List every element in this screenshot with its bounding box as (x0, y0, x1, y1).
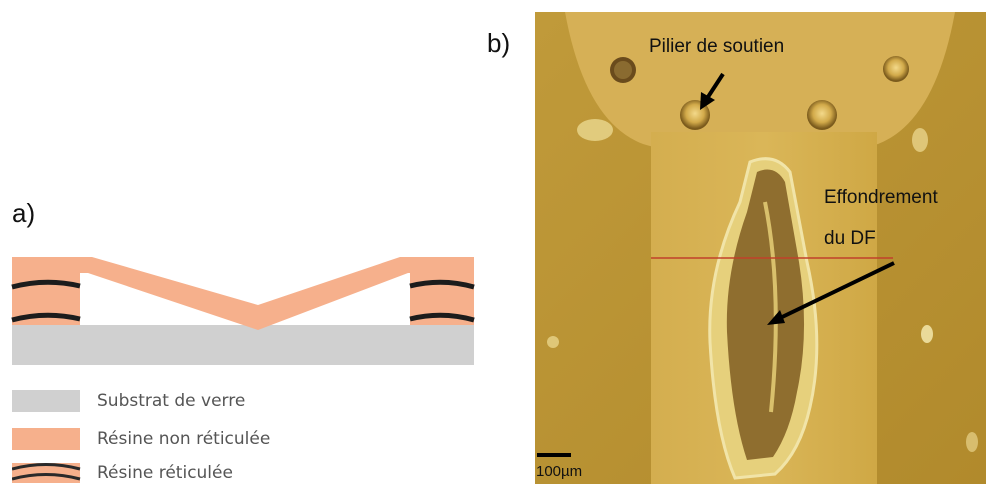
micrograph-image (535, 12, 986, 484)
support-pillar (614, 61, 632, 79)
debris-speck (577, 119, 613, 141)
callout-support-pillar: Pilier de soutien (649, 36, 785, 57)
scale-bar (537, 453, 571, 457)
left-pillar-cured-band-top (11, 279, 81, 290)
legend-swatch-uncured-resin (12, 428, 80, 450)
uncured-resin-membrane (12, 257, 474, 330)
right-pillar-cured-band-top (409, 279, 475, 290)
pillar-arrowhead (700, 92, 715, 110)
callout-collapse-line2: du DF (824, 228, 876, 249)
legend-text-uncured-resin: Résine non réticulée (97, 429, 271, 449)
pillar-arrow (704, 72, 725, 102)
scale-bar-label: 100µm (536, 463, 583, 480)
legend-swatch-cured-resin-icon (12, 463, 81, 483)
collapse-region-inner-ridge (763, 201, 778, 413)
callout-collapse-line1: Effondrement (824, 187, 938, 208)
left-pillar-cured-band-bottom (11, 312, 81, 323)
debris-speck (966, 432, 978, 452)
panel-a-schematic: a) Substrat de verre Résine non réticulé… (11, 198, 475, 483)
collapse-arrowhead (767, 310, 785, 325)
debris-speck (921, 325, 933, 343)
debris-speck (547, 336, 559, 348)
panel-b-micrograph: Pilier de soutien Effondrement du DF 100… (535, 12, 986, 484)
right-pillar-cured-band-bottom (409, 312, 475, 323)
legend-text-cured-resin: Résine réticulée (97, 463, 233, 483)
glass-substrate (12, 325, 474, 365)
panel-b-label: b) (487, 28, 511, 58)
support-pillar (807, 100, 837, 130)
legend-swatch-substrate (12, 390, 80, 412)
cross-section-diagram (11, 257, 475, 365)
collapse-arrow (777, 261, 895, 321)
support-pillar (883, 56, 909, 82)
membrane-disc (565, 12, 955, 158)
legend-text-substrate: Substrat de verre (97, 391, 246, 411)
debris-speck (912, 128, 928, 152)
collapse-region (726, 169, 805, 461)
panel-a-label: a) (12, 198, 36, 228)
